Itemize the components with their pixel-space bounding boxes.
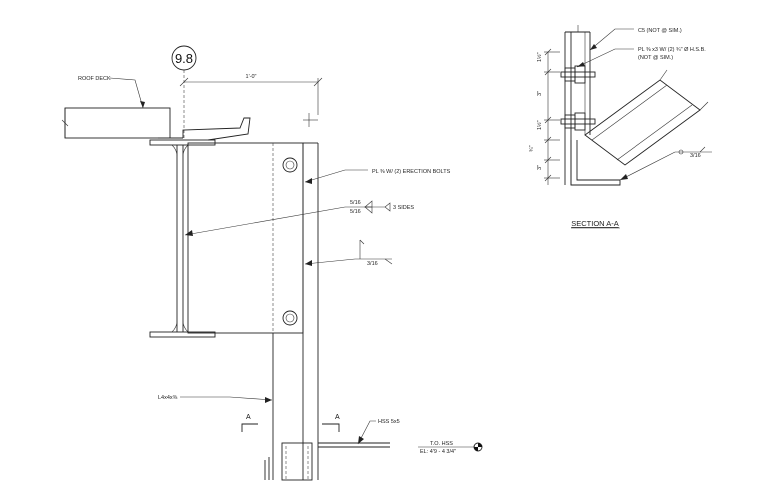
angle-label: L4x4x⅜	[158, 395, 178, 401]
wide-flange-beam	[149, 139, 216, 338]
top-clip-angle	[182, 117, 251, 141]
weld-516-top: 5/16	[350, 200, 361, 206]
section-dim-3: 1½"	[536, 120, 543, 130]
section-c5-label: C5 (NOT @ SIM.)	[638, 28, 682, 34]
weld-316-main-label: 3/16	[367, 261, 378, 267]
dimension-top-label: 1'-0"	[246, 74, 257, 80]
callout-angle: L4x4x⅜	[158, 395, 273, 403]
hss-member	[264, 442, 390, 481]
column-post	[272, 142, 319, 480]
section-dim-2: 3"	[537, 91, 543, 96]
grid-bubble: 9.8	[171, 45, 197, 71]
section-weld-316-label: 3/16	[690, 153, 701, 159]
section-dim-4: 3"	[537, 165, 543, 170]
elevation-label: EL: 4'9 - 4 3/4"	[420, 449, 456, 455]
shear-plate	[187, 142, 304, 334]
weld-symbol-516: 5/16 5/16 3 SIDES	[184, 200, 414, 236]
plate-erection-label: PL ⅜ W/ (2) ERECTION BOLTS	[372, 169, 451, 175]
section-title: SECTION A-A	[571, 219, 619, 228]
top-dimension: 1'-0"	[179, 74, 323, 115]
section-dimensions: 1½" 3" 1½" 3" ¾"	[529, 48, 560, 185]
erection-bolt-top	[282, 157, 298, 173]
section-weld-316: 3/16	[619, 146, 712, 181]
section-bolt-bottom	[560, 112, 596, 131]
plate-edge-dimension	[303, 113, 318, 127]
section-a-a: 1½" 3" 1½" 3" ¾" C5 (NOT @ SIM.) PL ⅜ x3…	[529, 25, 712, 229]
cut-left-label: A	[246, 414, 251, 421]
hss-label: HSS 5x5	[378, 419, 400, 425]
section-dim-1: 1½"	[536, 52, 543, 62]
elevation-marker: T.O. HSS EL: 4'9 - 4 3/4"	[418, 441, 483, 455]
to-hss-label: T.O. HSS	[430, 441, 453, 447]
roof-deck: ROOF DECK	[61, 76, 183, 139]
roof-deck-label: ROOF DECK	[78, 76, 111, 82]
cut-right-label: A	[335, 414, 340, 421]
section-plate-line2: (NOT @ SIM.)	[638, 55, 673, 61]
callout-section-plate: PL ⅜ x3 W/ (2) ¾" Ø H.S.B. (NOT @ SIM.)	[576, 47, 706, 68]
weld-symbol-316-main: 3/16	[304, 239, 393, 267]
callout-plate: PL ⅜ W/ (2) ERECTION BOLTS	[304, 169, 451, 184]
weld-516-bottom: 5/16	[350, 209, 361, 215]
section-cut-right: A	[322, 414, 340, 432]
section-dim-5: ¾"	[529, 145, 535, 152]
callout-hss: HSS 5x5	[357, 419, 400, 445]
erection-bolt-bottom	[282, 310, 298, 326]
weld-3sides: 3 SIDES	[393, 205, 414, 211]
grid-bubble-label: 9.8	[175, 51, 193, 66]
callout-c5: C5 (NOT @ SIM.)	[589, 28, 682, 51]
section-cut-left: A	[241, 414, 258, 432]
section-plate-line1: PL ⅜ x3 W/ (2) ¾" Ø H.S.B.	[638, 47, 706, 53]
